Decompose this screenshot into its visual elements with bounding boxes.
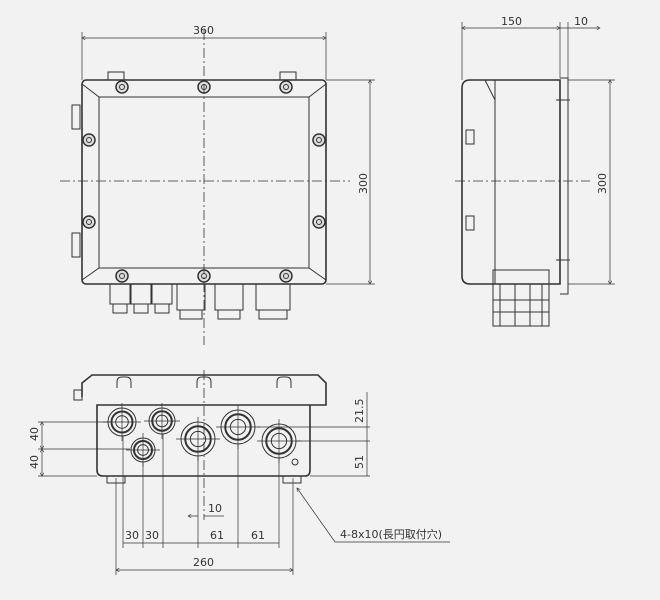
mount-span-dim: 260 [193, 556, 214, 569]
cable-gland [214, 283, 244, 311]
bolt-icon [312, 133, 326, 147]
cable-gland-nut [179, 309, 203, 320]
bolt-icon [82, 133, 96, 147]
left-dim-1: 40 [28, 427, 41, 441]
front-width-dim: 360 [193, 24, 214, 37]
bolt-icon [279, 80, 293, 94]
bolt-icon [312, 215, 326, 229]
bolt-center [119, 273, 125, 279]
cable-gland-nut [258, 309, 288, 320]
bolt-center [316, 219, 322, 225]
side-bracket-dim: 10 [574, 15, 588, 28]
bolt-center [283, 273, 289, 279]
spacing-dim-1: 30 [125, 529, 139, 542]
bolt-center [119, 84, 125, 90]
bolt-icon [279, 269, 293, 283]
right-dim-2: 51 [353, 455, 366, 469]
bolt-center [283, 84, 289, 90]
cable-gland-nut [133, 303, 149, 314]
cable-gland [109, 283, 131, 305]
cable-gland [130, 283, 152, 305]
bolt-center [86, 219, 92, 225]
cable-gland [151, 283, 173, 305]
offset-dim: 10 [208, 502, 222, 515]
bolt-center [86, 137, 92, 143]
spacing-dim-3: 61 [210, 529, 224, 542]
cable-gland-nut [112, 303, 128, 314]
hole-centerline [144, 403, 180, 439]
hole-centerline [216, 405, 260, 449]
right-dim-1: 21.5 [353, 399, 366, 424]
spacing-dim-2: 30 [145, 529, 159, 542]
side-depth-dim: 150 [501, 15, 522, 28]
left-dim-2: 40 [28, 455, 41, 469]
bottom-view: 40 40 21.5 51 30 30 61 61 10 260 4-8x10(… [28, 370, 450, 575]
bolt-icon [82, 215, 96, 229]
hole-centerline [126, 433, 160, 467]
front-view: 360 300 [60, 24, 375, 345]
spacing-dim-4: 61 [251, 529, 265, 542]
cable-gland-nut [154, 303, 170, 314]
bolt-center [316, 137, 322, 143]
side-view: 150 10 300 [455, 15, 615, 327]
bolt-icon [115, 80, 129, 94]
front-height-dim: 300 [357, 173, 370, 194]
cable-gland [255, 283, 291, 311]
side-height-dim: 300 [596, 173, 609, 194]
mounting-hole-note: 4-8x10(長円取付穴) [340, 527, 442, 541]
cable-gland [176, 283, 206, 311]
hole-centerline [176, 417, 220, 461]
hole-centerline [257, 419, 301, 463]
cable-gland-nut [217, 309, 241, 320]
bolt-icon [115, 269, 129, 283]
